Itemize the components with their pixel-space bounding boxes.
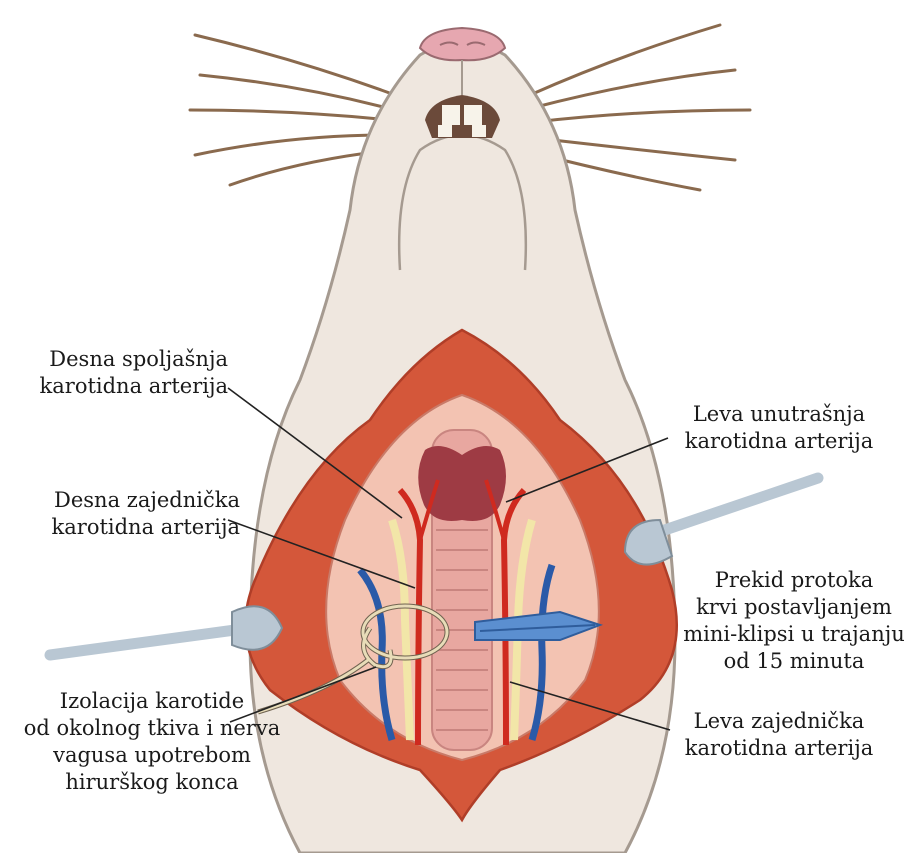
label-line: Izolacija karotide	[4, 688, 300, 715]
label-line: hirurškog konca	[4, 769, 300, 796]
label-line: krvi postavljanjem	[676, 594, 912, 621]
label-right-common-carotid: Desna zajednička karotidna arterija	[20, 487, 240, 541]
label-right-external-carotid: Desna spoljašnja karotidna arterija	[20, 346, 228, 400]
label-line: karotidna arterija	[672, 428, 886, 455]
label-left-internal-carotid: Leva unutrašnja karotidna arterija	[672, 401, 886, 455]
retractor-right-side	[50, 606, 282, 655]
label-line: Leva zajednička	[672, 708, 886, 735]
label-line: Desna spoljašnja	[20, 346, 228, 373]
label-isolation-suture: Izolacija karotide od okolnog tkiva i ne…	[4, 688, 300, 796]
label-line: karotidna arterija	[672, 735, 886, 762]
label-occlusion-clip: Prekid protoka krvi postavljanjem mini-k…	[676, 567, 912, 675]
label-line: karotidna arterija	[20, 373, 228, 400]
label-line: karotidna arterija	[20, 514, 240, 541]
thyroid-gland	[418, 446, 506, 521]
label-left-common-carotid: Leva zajednička karotidna arterija	[672, 708, 886, 762]
label-line: od 15 minuta	[676, 648, 912, 675]
label-line: Leva unutrašnja	[672, 401, 886, 428]
label-line: vagusa upotrebom	[4, 742, 300, 769]
label-line: Prekid protoka	[676, 567, 912, 594]
label-line: od okolnog tkiva i nerva	[4, 715, 300, 742]
nose	[420, 28, 505, 60]
label-line: mini-klipsi u trajanju	[676, 621, 912, 648]
label-line: Desna zajednička	[20, 487, 240, 514]
